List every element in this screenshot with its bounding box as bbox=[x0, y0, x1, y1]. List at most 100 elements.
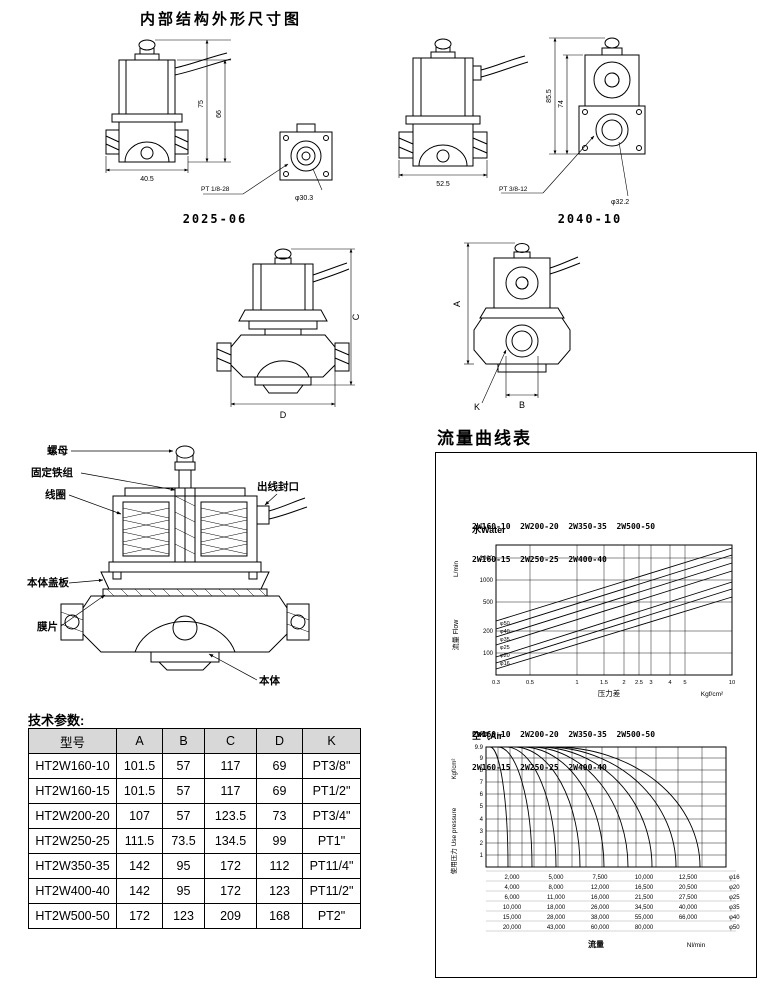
water-xtick-5: 2.5 bbox=[635, 680, 643, 686]
cell-model: HT2W160-10 bbox=[28, 753, 117, 779]
cell-k: PT11/2" bbox=[302, 878, 361, 904]
air-ytick-5: 5 bbox=[480, 804, 484, 810]
air-flow-cell: 10,000 bbox=[635, 875, 654, 881]
air-flow-cell: 28,000 bbox=[547, 915, 566, 921]
col-model: 型号 bbox=[28, 728, 117, 754]
model-label-2025-06: 2025-06 bbox=[182, 212, 248, 226]
table-row: HT2W160-15 101.5 57 117 69 PT1/2" bbox=[28, 778, 361, 804]
water-ytick-4: 100 bbox=[483, 651, 494, 657]
page-title: 内部结构外形尺寸图 bbox=[140, 11, 303, 28]
valve-side-view bbox=[398, 38, 529, 167]
air-models-line2: 2W160-15 2W250-25 2W400-40 bbox=[472, 763, 607, 772]
dim-height-inner: 66 bbox=[216, 110, 223, 118]
dimension-drawing-2025-06: 75 66 40.5 PT 1/8-28 φ30.3 bbox=[105, 39, 333, 202]
cell-k: PT1" bbox=[302, 828, 361, 854]
air-flow-cell: 6,000 bbox=[504, 895, 520, 901]
cutaway-structure-diagram: 螺母 固定铁组 线圈 出线封口 本体盖板 膜片 本体 bbox=[27, 444, 310, 687]
air-flow-table: 2,000 5,000 7,500 10,000 12,500 φ16 4,00… bbox=[503, 875, 740, 931]
water-xtick-3: 1.5 bbox=[600, 680, 608, 686]
cell-model: HT2W200-20 bbox=[28, 803, 117, 829]
water-x-axis-label: 压力差 bbox=[598, 688, 621, 698]
water-line-label-0: φ50 bbox=[500, 621, 510, 627]
water-line-label-4: φ20 bbox=[500, 653, 510, 659]
cell-a: 142 bbox=[116, 878, 163, 904]
cell-d: 123 bbox=[256, 878, 303, 904]
params-table: 型号 A B C D K HT2W160-10 101.5 57 117 69 … bbox=[28, 728, 361, 929]
air-flow-cell: 38,000 bbox=[591, 915, 610, 921]
model-label-2040-10: 2040-10 bbox=[557, 212, 623, 226]
cell-a: 101.5 bbox=[116, 753, 163, 779]
diameter-label: φ32.2 bbox=[611, 199, 629, 206]
label-leader-lines bbox=[60, 449, 278, 681]
dim-height-outer: 85.5 bbox=[546, 89, 553, 103]
dimension-lines bbox=[105, 39, 323, 195]
water-models-line1: 2W160-10 2W200-20 2W350-35 2W500-50 bbox=[472, 522, 656, 531]
air-ytick-7: 3 bbox=[480, 829, 484, 835]
cell-k: PT11/4" bbox=[302, 853, 361, 879]
air-flow-cell: 16,000 bbox=[591, 895, 610, 901]
air-flow-cell: 7,500 bbox=[592, 875, 608, 881]
water-y-axis-label: 流量 Flow bbox=[451, 619, 460, 651]
air-ytick-4: 6 bbox=[480, 792, 484, 798]
water-flow-chart: L/min 流量 Flow 2000 1000 500 200 100 0.3 … bbox=[451, 544, 735, 698]
air-x-axis-label: 流量 bbox=[588, 939, 604, 949]
cell-model: HT2W250-25 bbox=[28, 828, 117, 854]
water-grid bbox=[495, 544, 733, 676]
water-models-line2: 2W160-15 2W250-25 2W400-40 bbox=[472, 555, 607, 564]
table-row: HT2W500-50 172 123 209 168 PT2" bbox=[28, 903, 361, 929]
dim-d: D bbox=[280, 410, 287, 420]
cell-d: 73 bbox=[256, 803, 303, 829]
air-table-grid bbox=[486, 870, 736, 932]
air-medium-label: 空气Air bbox=[472, 731, 503, 741]
cutaway-drawing bbox=[60, 445, 310, 671]
dim-b: B bbox=[519, 400, 525, 410]
dim-width: 40.5 bbox=[140, 176, 154, 183]
air-flow-cell: 12,500 bbox=[679, 875, 698, 881]
air-curves bbox=[489, 746, 701, 868]
air-chart-models: 2W160-10 2W200-20 2W350-35 2W500-50 2W16… bbox=[472, 707, 655, 795]
air-flow-cell: 60,000 bbox=[591, 925, 610, 931]
params-title: 技术参数: bbox=[28, 713, 85, 728]
water-xtick-6: 3 bbox=[649, 680, 652, 686]
water-xtick-1: 0.5 bbox=[526, 680, 534, 686]
dimension-drawing-2040-10: 85.5 74 52.5 PT 3/8-12 φ32.2 bbox=[398, 37, 646, 206]
dimension-texts: 75 66 40.5 PT 1/8-28 φ30.3 bbox=[140, 100, 313, 202]
air-flow-chart: Kgf/cm² 使用压力 Use pressure 9.9 9 8 7 6 5 … bbox=[449, 745, 740, 949]
dim-a: A bbox=[452, 301, 462, 307]
cell-b: 57 bbox=[162, 778, 205, 804]
dimension-lines bbox=[230, 248, 355, 407]
water-xtick-9: 10 bbox=[729, 680, 735, 686]
air-ytick-0: 9.9 bbox=[475, 745, 484, 751]
water-chart-models: 2W160-10 2W200-20 2W350-35 2W500-50 2W16… bbox=[472, 499, 655, 587]
table-header-row: 型号 A B C D K bbox=[28, 728, 361, 754]
air-flow-cell: 20,000 bbox=[503, 925, 522, 931]
water-xtick-8: 5 bbox=[683, 680, 686, 686]
air-size-label: φ40 bbox=[729, 915, 740, 921]
label-body: 本体 bbox=[259, 674, 280, 687]
water-line-label-2: φ35 bbox=[500, 637, 510, 643]
air-flow-cell: 40,000 bbox=[679, 905, 698, 911]
cell-d: 69 bbox=[256, 778, 303, 804]
dimension-texts: A K B bbox=[452, 301, 525, 412]
cell-k: PT3/8" bbox=[302, 753, 361, 779]
air-flow-cell: 18,000 bbox=[547, 905, 566, 911]
cell-a: 172 bbox=[116, 903, 163, 929]
cell-model: HT2W350-35 bbox=[28, 853, 117, 879]
air-flow-cell: 5,000 bbox=[548, 875, 564, 881]
dimension-texts: C D bbox=[280, 313, 361, 420]
cell-a: 107 bbox=[116, 803, 163, 829]
cell-d: 168 bbox=[256, 903, 303, 929]
air-ytick-8: 2 bbox=[480, 841, 484, 847]
valve-front-view bbox=[578, 37, 646, 155]
water-ytick-3: 200 bbox=[483, 629, 494, 635]
water-line-label-1: φ40 bbox=[500, 629, 510, 635]
diameter-label: φ30.3 bbox=[295, 195, 313, 202]
cell-c: 209 bbox=[204, 903, 257, 929]
table-row: HT2W350-35 142 95 172 112 PT11/4" bbox=[28, 853, 361, 879]
cell-a: 142 bbox=[116, 853, 163, 879]
air-models-line1: 2W160-10 2W200-20 2W350-35 2W500-50 bbox=[472, 730, 656, 739]
dim-c: C bbox=[351, 313, 361, 320]
valve-side-view bbox=[105, 39, 232, 163]
air-flow-cell: 34,500 bbox=[635, 905, 654, 911]
air-grid bbox=[485, 746, 727, 868]
